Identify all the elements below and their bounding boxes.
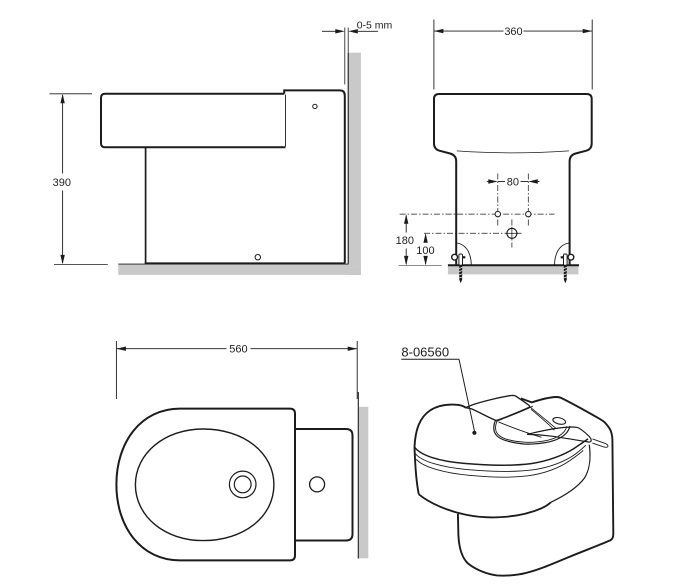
svg-text:390: 390: [53, 177, 71, 189]
svg-text:100: 100: [416, 245, 434, 257]
svg-text:8-06560: 8-06560: [401, 344, 449, 359]
svg-text:360: 360: [504, 26, 522, 38]
svg-text:80: 80: [507, 176, 519, 188]
svg-text:0-5 mm: 0-5 mm: [357, 19, 393, 31]
svg-text:180: 180: [396, 235, 414, 247]
svg-text:560: 560: [229, 344, 247, 356]
